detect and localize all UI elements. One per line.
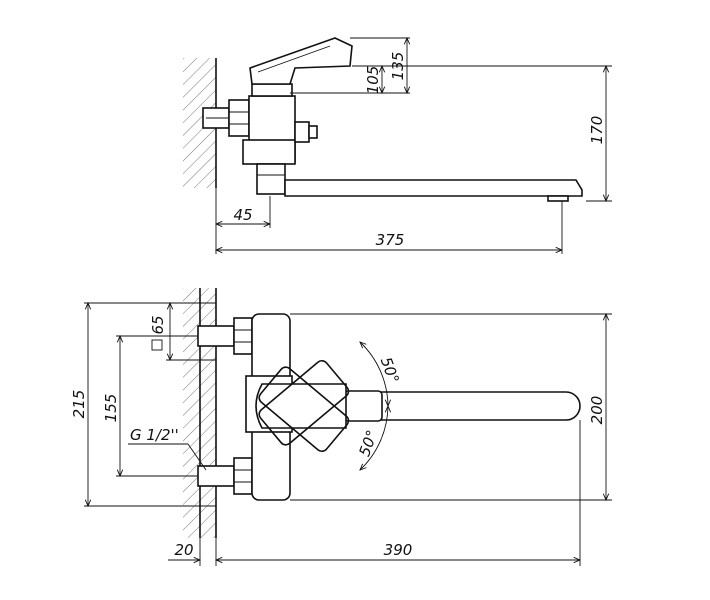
lever-rotated-lower [258, 366, 350, 453]
rotation-arc-upper [360, 342, 388, 406]
upper-inlet-pipe [197, 325, 235, 347]
diverter-knob-side [294, 121, 310, 143]
lever-rotated-upper [258, 359, 350, 446]
dim-20: 20 [174, 541, 193, 559]
dim-135: 135 [389, 52, 407, 81]
inlet-nut-side [228, 99, 250, 137]
lower-inlet-nut [233, 457, 253, 495]
dim-390: 390 [384, 541, 413, 559]
angle-lower: 50° [355, 428, 381, 459]
lever-top [255, 383, 347, 429]
dim-105: 105 [364, 66, 382, 95]
angle-upper: 50° [377, 355, 403, 386]
dim-155: 155 [102, 394, 120, 423]
spout-joint-top [343, 390, 383, 422]
top-view: 50° 50° 65 215 155 G 1/2'' 200 20 [70, 288, 612, 566]
dim-170: 170 [588, 116, 606, 145]
square-symbol [151, 339, 163, 351]
dim-375: 375 [376, 231, 405, 249]
body-cap-side [242, 139, 296, 165]
diverter-button-side [308, 125, 318, 139]
spout-side [284, 179, 583, 197]
cartridge-side [251, 83, 293, 97]
rotation-arc-lower [360, 406, 388, 470]
spout-collar-side [256, 163, 286, 195]
side-view: 105 135 170 45 375 [183, 38, 612, 254]
lower-inlet-pipe [197, 465, 235, 487]
dim-200: 200 [588, 396, 606, 425]
upper-inlet-nut [233, 317, 253, 355]
thread-label: G 1/2'' [130, 426, 179, 444]
aerator-side [547, 195, 569, 202]
dim-45: 45 [233, 206, 252, 224]
dim-65: 65 [149, 315, 167, 334]
dim-215: 215 [70, 390, 88, 419]
lever-handle-side [249, 37, 353, 85]
